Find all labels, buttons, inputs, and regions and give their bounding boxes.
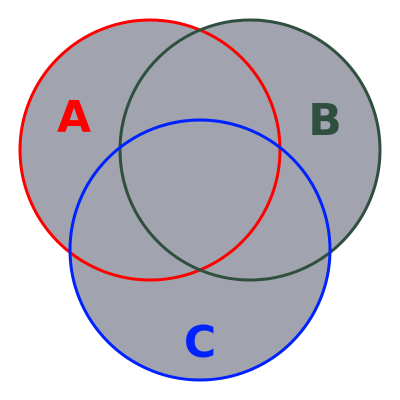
circle-c-fill — [70, 120, 330, 380]
circle-a-outline — [18, 18, 282, 282]
set-label-c: C — [184, 317, 216, 368]
circle-b-outline — [118, 18, 382, 282]
circle-outlines — [18, 18, 382, 382]
circle-c-outline — [68, 118, 332, 382]
set-label-b: B — [308, 95, 342, 146]
set-label-a: A — [57, 92, 91, 143]
region-fills — [20, 20, 380, 380]
